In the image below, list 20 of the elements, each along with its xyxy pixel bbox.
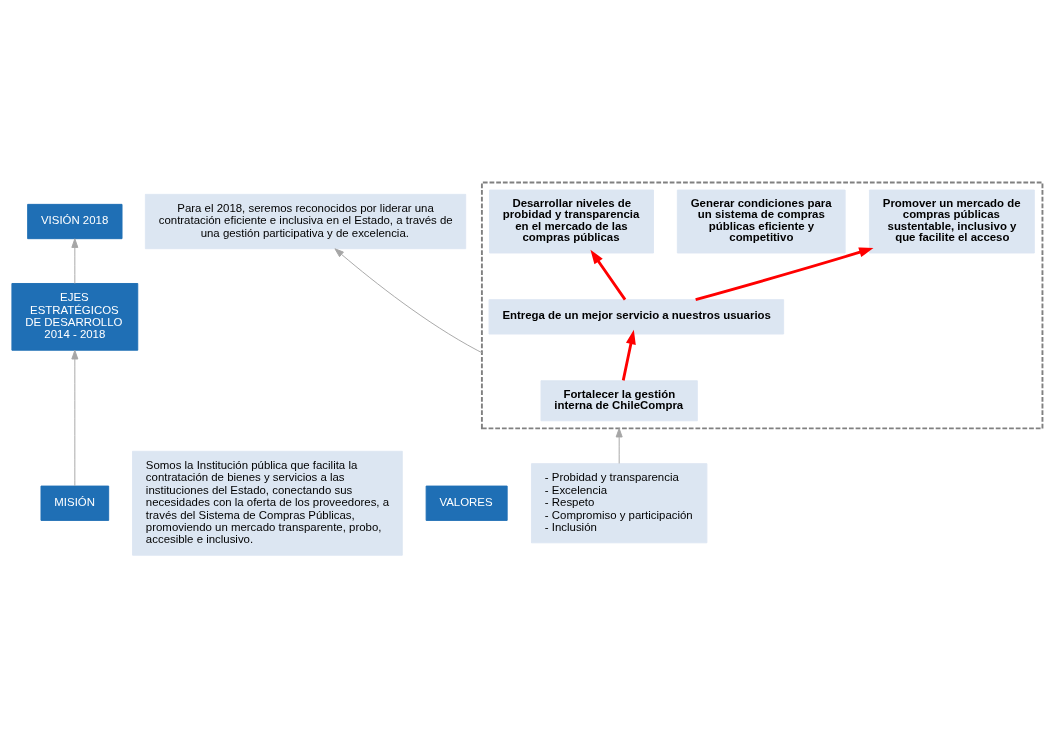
node-box: - Probidad y transparencia - Excelencia - Respeto - Compromiso y participación - Inclusión xyxy=(531,462,708,543)
cluster xyxy=(480,181,1044,429)
node-box: VISIÓN 2018 xyxy=(27,203,123,239)
arrow xyxy=(590,249,627,300)
node-box: EJES ESTRATÉGICOS DE DESARROLLO 2014 - 2018 xyxy=(11,282,139,351)
arrow xyxy=(334,247,483,353)
node-box: Generar condiciones para un sistema de compras públicas eficiente y competitivo xyxy=(676,189,846,253)
node-box: Desarrollar niveles de probidad y transparencia en el mercado de las compras públicas xyxy=(489,189,654,253)
node-box: VALORES xyxy=(425,485,508,521)
node-box: MISIÓN xyxy=(40,485,110,521)
arrow xyxy=(615,427,623,464)
arrow xyxy=(695,247,874,301)
node-box: Fortalecer la gestión interna de ChileCompra xyxy=(540,379,698,421)
arrow xyxy=(71,349,79,486)
node-box: Entrega de un mejor servicio a nuestros usuarios xyxy=(488,298,785,334)
node-box: Promover un mercado de compras públicas sustentable, inclusivo y que facilite el acceso xyxy=(868,189,1035,253)
node-box: Somos la Institución pública que facilita la contratación de bienes y servicios a las instituciones del Estado, conectando sus necesidades con la oferta de los proveedores, a través del Sistema de Compras Públicas, promoviendo un mercado transparente, probo, accesible e inclusivo. xyxy=(132,450,403,556)
arrow xyxy=(71,237,79,284)
arrow xyxy=(621,329,636,381)
node-box: Para el 2018, seremos reconocidos por liderar una contratación eficiente e inclusiva en el Estado, a través de una gestión participativa y de excelencia. xyxy=(144,193,467,249)
